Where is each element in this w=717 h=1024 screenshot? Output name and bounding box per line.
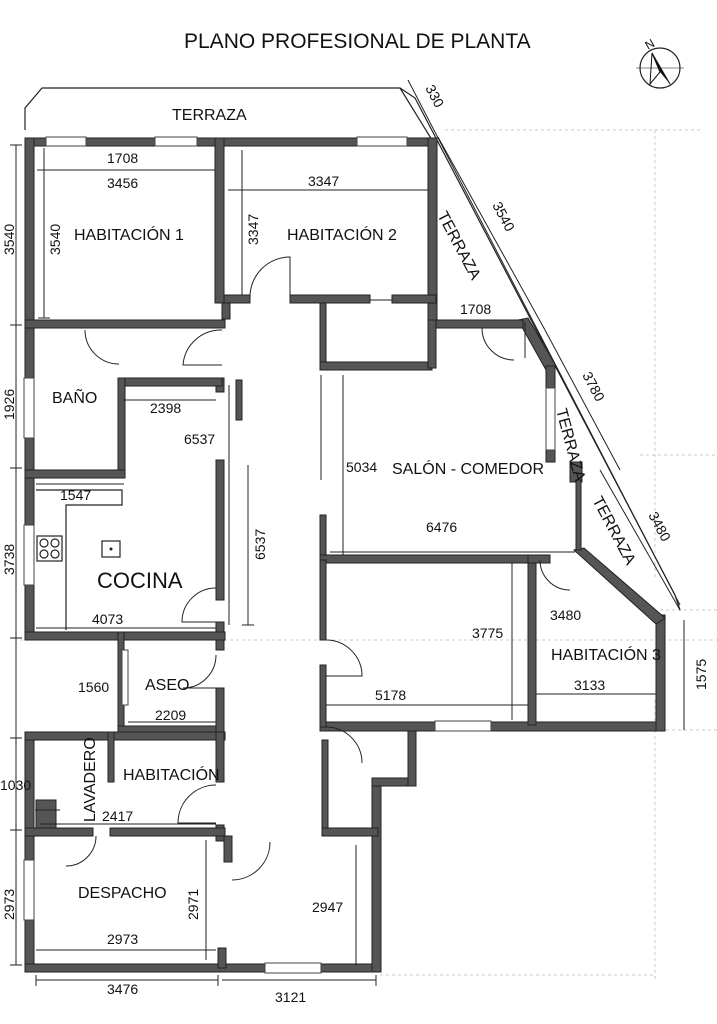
kitchen-fixtures: [36, 489, 123, 630]
dimension-labels: 330 3540 3780 3480 3540 1926 3738 1560 1…: [0, 82, 709, 1005]
compass-north-label: N: [643, 36, 658, 52]
room-label-habitacion-1: HABITACIÓN 1: [74, 225, 184, 244]
windows: [23, 136, 556, 974]
walls: [24, 137, 666, 973]
compass-icon: N: [636, 36, 684, 89]
dim-1708-h1: 1708: [107, 150, 138, 166]
room-label-lavadero: LAVADERO: [82, 737, 99, 822]
dim-1926: 1926: [1, 389, 17, 420]
dim-1547: 1547: [60, 487, 91, 503]
dim-2973-desp: 2973: [107, 931, 138, 947]
cooktop-icon: [36, 535, 63, 562]
room-label-aseo: ASEO: [145, 677, 189, 694]
room-label-habitacion: HABITACIÓN: [123, 765, 220, 784]
dim-3480-h3: 3480: [550, 607, 581, 623]
room-label-cocina: COCINA: [97, 568, 183, 593]
dim-1708-salon: 1708: [460, 301, 491, 317]
dim-3540-h1: 3540: [47, 224, 63, 255]
room-label-habitacion-2: HABITACIÓN 2: [287, 225, 397, 244]
dim-3347-v: 3347: [245, 214, 261, 245]
dim-6537-b: 6537: [252, 529, 268, 560]
room-label-habitacion-3: HABITACIÓN 3: [551, 645, 661, 664]
dim-6537-a: 6537: [184, 431, 215, 447]
dim-3476: 3476: [107, 981, 138, 997]
dim-3738: 3738: [1, 544, 17, 575]
dim-5178: 5178: [375, 687, 406, 703]
dim-1030: 1030: [0, 777, 31, 793]
dim-2209: 2209: [155, 707, 186, 723]
dim-3456: 3456: [107, 175, 138, 191]
dim-3540-diag: 3540: [489, 199, 518, 234]
dim-3775: 3775: [472, 625, 503, 641]
dim-330: 330: [422, 82, 447, 110]
dim-1575: 1575: [693, 659, 709, 690]
dimension-lines: [10, 79, 685, 986]
dim-2398: 2398: [150, 400, 181, 416]
room-label-despacho: DESPACHO: [78, 885, 167, 902]
dim-4073: 4073: [92, 611, 123, 627]
sink-icon: [101, 540, 121, 558]
dim-1560: 1560: [78, 679, 109, 695]
room-label-salon-comedor: SALÓN - COMEDOR: [392, 459, 544, 478]
dim-3121: 3121: [275, 989, 306, 1005]
doors: [35, 256, 571, 881]
dim-6476: 6476: [426, 519, 457, 535]
dim-3780: 3780: [579, 369, 608, 404]
dim-3540-left: 3540: [1, 224, 17, 255]
dim-2947: 2947: [312, 899, 343, 915]
terrace-outline: [24, 87, 681, 611]
guide-lines: [20, 129, 717, 980]
room-label-terraza-top: TERRAZA: [172, 107, 247, 124]
dim-2417: 2417: [102, 808, 133, 824]
plan-title: PLANO PROFESIONAL DE PLANTA: [184, 30, 531, 53]
dim-3480-diag: 3480: [645, 509, 674, 544]
dim-5034: 5034: [346, 459, 377, 475]
dim-2973-left: 2973: [1, 889, 17, 920]
dim-3347-h: 3347: [308, 173, 339, 189]
room-label-bano: BAÑO: [52, 387, 97, 407]
dim-3133: 3133: [574, 677, 605, 693]
room-label-terraza-diag3: TERRAZA: [588, 494, 638, 568]
room-label-terraza-diag1: TERRAZA: [433, 209, 483, 283]
dim-2971: 2971: [185, 889, 201, 920]
